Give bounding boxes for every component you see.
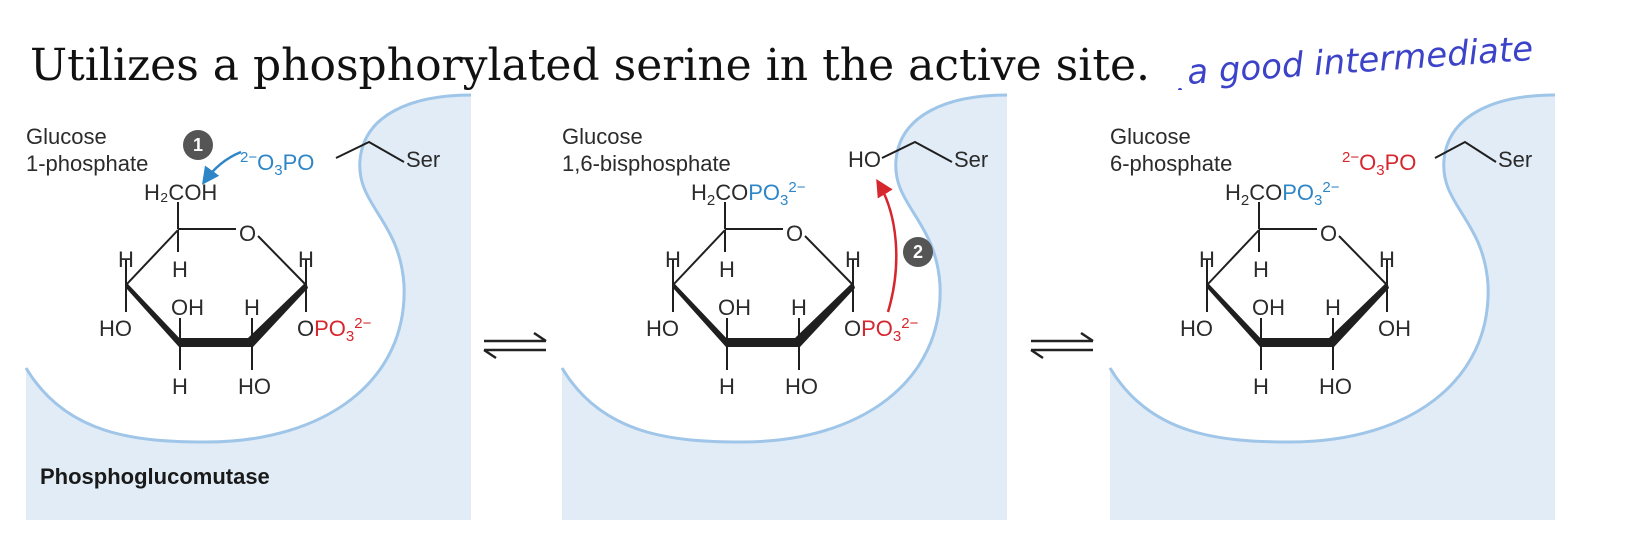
page-title: Utilizes a phosphorylated serine in the … bbox=[30, 40, 1150, 91]
enzyme-label: Phosphoglucomutase bbox=[40, 464, 270, 489]
panel-1-name-line1: Glucose bbox=[26, 124, 107, 149]
step-2-badge: 2 bbox=[903, 237, 933, 267]
svg-text:H: H bbox=[118, 247, 134, 272]
svg-text:H: H bbox=[719, 374, 735, 399]
svg-text:HO: HO bbox=[646, 316, 679, 341]
panel-glucose-1-6-bisphosphate: Glucose 1,6-bisphosphate HO Ser 2 H2COPO… bbox=[560, 88, 1009, 522]
svg-text:OH: OH bbox=[171, 295, 204, 320]
phosphoryl-transfer-arrow bbox=[201, 150, 242, 185]
svg-text:HO: HO bbox=[238, 374, 271, 399]
panel-3-name-line1: Glucose bbox=[1110, 124, 1191, 149]
serine-label: Ser bbox=[406, 147, 440, 172]
svg-text:H: H bbox=[845, 247, 861, 272]
equilibrium-arrows-icon bbox=[483, 331, 547, 360]
panel-2-name-line1: Glucose bbox=[562, 124, 643, 149]
c6-group: H₂COH bbox=[144, 180, 217, 205]
panel-glucose-6-phosphate: Glucose 6-phosphate 2−O3PO Ser H2COPO32−… bbox=[1108, 88, 1557, 522]
svg-text:H: H bbox=[172, 374, 188, 399]
serine-phosphate-group: 2−O3PO Ser bbox=[240, 140, 440, 179]
ring-oxygen: O bbox=[239, 221, 256, 246]
svg-text:H: H bbox=[1379, 247, 1395, 272]
step-1-badge: 1 bbox=[183, 130, 213, 160]
c6-phosphate: H2COPO32− bbox=[691, 179, 806, 209]
panel-glucose-1-phosphate: Glucose 1-phosphate 1 2−O3PO Ser H₂COH O… bbox=[24, 88, 473, 522]
svg-text:H: H bbox=[665, 247, 681, 272]
svg-text:2: 2 bbox=[913, 242, 923, 262]
svg-text:H: H bbox=[1199, 247, 1215, 272]
serine-phosphate-group: 2−O3PO Ser bbox=[1342, 140, 1532, 179]
svg-text:H: H bbox=[1253, 374, 1269, 399]
serine-hydroxyl: HO bbox=[848, 147, 881, 172]
svg-text:H: H bbox=[172, 257, 188, 282]
ring-oxygen: O bbox=[786, 221, 803, 246]
panel-2-name-line2: 1,6-bisphosphate bbox=[562, 151, 731, 176]
glucose-ring: H2COPO32− O H H HO OH H H HO H OPO32− bbox=[646, 179, 919, 399]
svg-text:H: H bbox=[298, 247, 314, 272]
anomeric-phosphate: OPO32− bbox=[844, 315, 919, 345]
ring-oxygen: O bbox=[1320, 221, 1337, 246]
c6-phosphate: H2COPO32− bbox=[1225, 179, 1340, 209]
serine-hydroxyl-group: HO Ser bbox=[848, 140, 988, 172]
svg-text:H: H bbox=[244, 295, 260, 320]
glucose-ring: H₂COH O H H HO OH H H HO H OPO32− bbox=[99, 180, 372, 399]
serine-label: Ser bbox=[954, 147, 988, 172]
svg-text:2−O3PO: 2−O3PO bbox=[1342, 149, 1416, 179]
svg-text:OH: OH bbox=[718, 295, 751, 320]
anomeric-phosphate: OPO32− bbox=[297, 315, 372, 345]
panel-3-name-line2: 6-phosphate bbox=[1110, 151, 1232, 176]
glucose-ring: H2COPO32− O H H HO OH H H HO H OH bbox=[1180, 179, 1411, 399]
svg-text:OH: OH bbox=[1252, 295, 1285, 320]
phosphoryl-transfer-arrow bbox=[876, 179, 898, 313]
svg-text:H: H bbox=[1253, 257, 1269, 282]
svg-text:HO: HO bbox=[1319, 374, 1352, 399]
svg-text:H: H bbox=[791, 295, 807, 320]
svg-text:H: H bbox=[1325, 295, 1341, 320]
handwritten-note: a good intermediate bbox=[1186, 29, 1535, 93]
svg-text:HO: HO bbox=[99, 316, 132, 341]
svg-text:HO: HO bbox=[785, 374, 818, 399]
equilibrium-arrows-icon bbox=[1030, 331, 1094, 360]
anomeric-hydroxyl: OH bbox=[1378, 316, 1411, 341]
svg-text:1: 1 bbox=[193, 135, 203, 155]
svg-text:2−O3PO: 2−O3PO bbox=[240, 149, 314, 179]
panel-1-name-line2: 1-phosphate bbox=[26, 151, 148, 176]
serine-label: Ser bbox=[1498, 147, 1532, 172]
svg-text:H: H bbox=[719, 257, 735, 282]
svg-text:HO: HO bbox=[1180, 316, 1213, 341]
